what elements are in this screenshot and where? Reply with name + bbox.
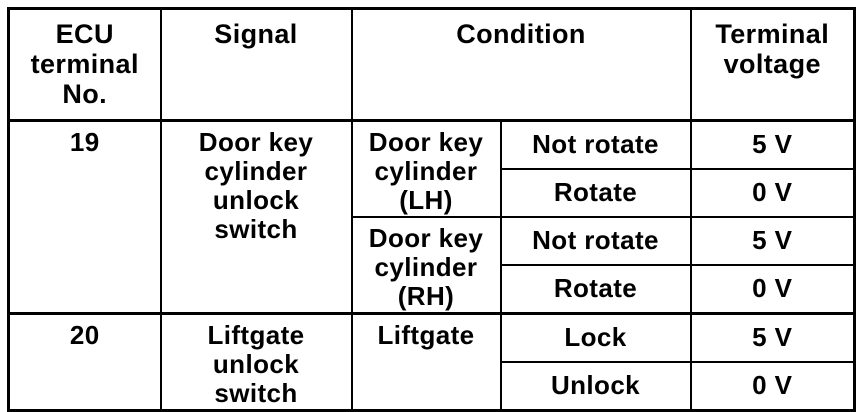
ecu-terminal-voltage-table: ECU terminal No. Signal Condition Termin… bbox=[7, 7, 856, 412]
voltage-cell: 0 V bbox=[689, 361, 856, 412]
signal-cell: Liftgate unlock switch bbox=[159, 312, 353, 412]
terminal-no-cell: 19 bbox=[7, 119, 162, 315]
condition-state-cell: Not rotate bbox=[499, 216, 692, 266]
condition-group-cell: Door key cylinder (RH) bbox=[350, 216, 502, 315]
signal-header: Signal bbox=[159, 7, 353, 122]
terminal-voltage-header: Terminal voltage bbox=[689, 7, 856, 122]
condition-group-cell: Liftgate bbox=[350, 312, 502, 412]
table-row: Rotate 0 V bbox=[9, 168, 856, 218]
table-row: Rotate 0 V bbox=[9, 264, 856, 315]
voltage-cell: 5 V bbox=[689, 216, 856, 266]
ecu-terminal-no-header: ECU terminal No. bbox=[7, 7, 162, 122]
voltage-cell: 5 V bbox=[689, 312, 856, 363]
condition-state-cell: Unlock bbox=[499, 361, 692, 412]
voltage-cell: 0 V bbox=[689, 264, 856, 315]
table-row: 19 Door key cylinder unlock switch Door … bbox=[7, 119, 856, 315]
signal-cell: Door key cylinder unlock switch bbox=[159, 119, 353, 315]
condition-state-cell: Rotate bbox=[499, 264, 692, 315]
header-row: ECU terminal No. Signal Condition Termin… bbox=[7, 7, 856, 122]
condition-state-cell: Lock bbox=[499, 312, 692, 363]
condition-header: Condition bbox=[350, 7, 692, 122]
table-row: Door key cylinder (RH) Not rotate 5 V bbox=[9, 216, 856, 315]
terminal-no-cell: 20 bbox=[7, 312, 162, 412]
condition-group-cell: Door key cylinder (LH) bbox=[350, 119, 502, 218]
condition-state-cell: Rotate bbox=[499, 168, 692, 218]
voltage-cell: 5 V bbox=[689, 119, 856, 170]
voltage-cell: 0 V bbox=[689, 168, 856, 218]
condition-state-cell: Not rotate bbox=[499, 119, 692, 170]
table-row: 20 Liftgate unlock switch Liftgate Lock … bbox=[7, 312, 856, 412]
